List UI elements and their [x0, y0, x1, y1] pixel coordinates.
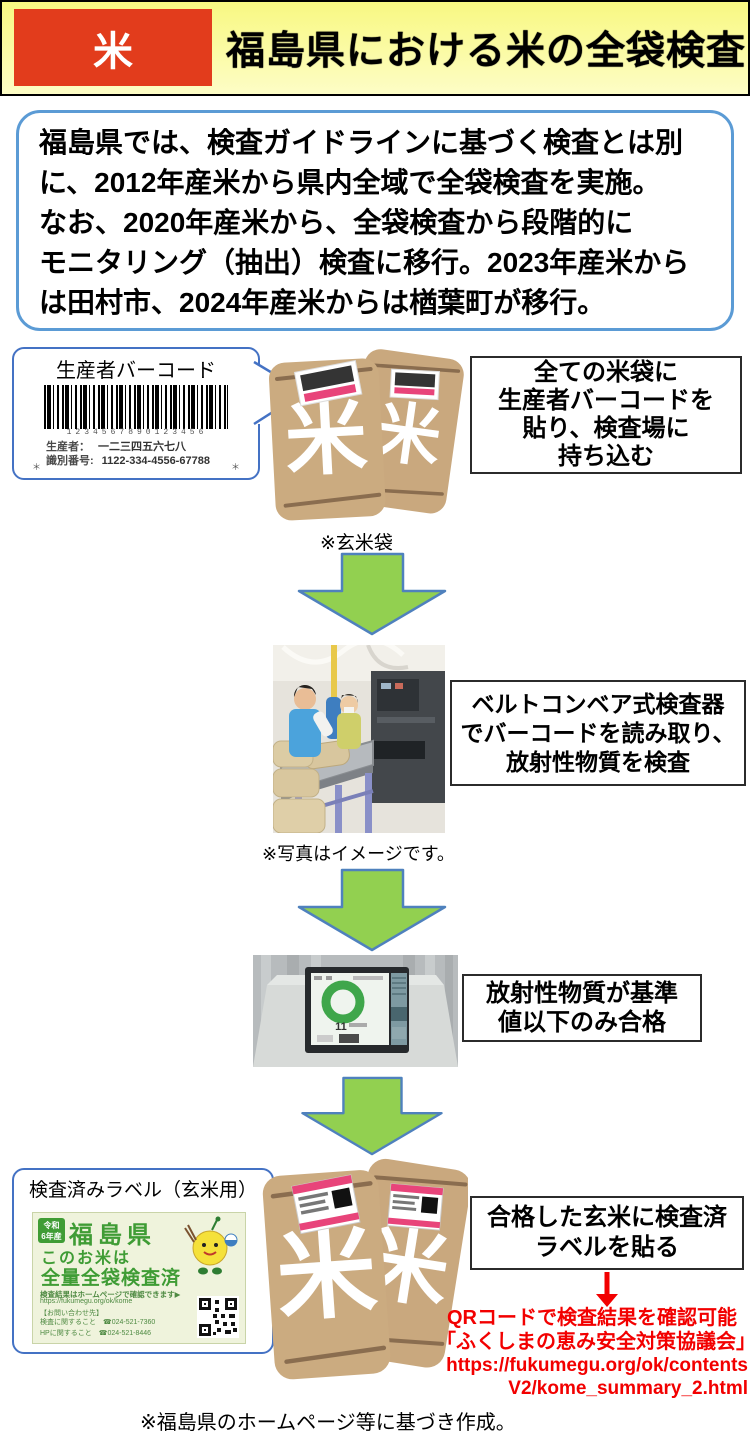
intro-line: なお、2020年産米から、全袋検査から段階的に [39, 207, 634, 238]
intro-line: に、2012年産米から県内全域で全袋検査を実施。 [39, 167, 661, 198]
barcode: 1234567890123456 生産者：一二三四五六七八 識別番号:1122-… [32, 383, 242, 475]
barcode-producer-row: 生産者：一二三四五六七八 [46, 441, 186, 453]
label-contact-header: 【お問い合わせ先】 [40, 1310, 103, 1317]
intro-box: 福島県では、検査ガイドラインに基づく検査とは別 に、2012年産米から県内全域で… [16, 110, 734, 331]
footer-note: ※福島県のホームページ等に基づき作成。 [140, 1412, 516, 1434]
intro-line: は田村市、2024年産米からは楢葉町が移行。 [39, 287, 606, 318]
monitor-result-photo: 11 [253, 955, 458, 1067]
label-contact1: 検査に関すること ☎024-521-7360 [40, 1319, 156, 1326]
step4-instruction-box: 合格した玄米に検査済 ラベルを貼る [470, 1196, 744, 1270]
label-line2: 全量全袋検査済 [41, 1268, 182, 1289]
producer-barcode-label: 生産者バーコード [56, 360, 216, 382]
photo-disclaimer-caption: ※写真はイメージです。 [262, 844, 455, 864]
brown-rice-bag-caption: ※玄米袋 [320, 533, 393, 554]
step1-instruction-box: 全ての米袋に 生産者バーコードを 貼り、検査場に 持ち込む [470, 356, 742, 474]
qr-note-url: https://fukumegu.org/ok/contents [446, 1355, 748, 1376]
rice-badge: 米 [14, 9, 212, 86]
label-line1: このお米は [41, 1250, 132, 1267]
qr-note: QRコードで検査結果を確認可能 「ふくしまの恵み安全対策協議会」 https:/… [436, 1306, 750, 1400]
intro-line: モニタリング（抽出）検査に移行。2023年産米から [39, 247, 690, 278]
intro-line: 福島県では、検査ガイドラインに基づく検査とは別 [39, 127, 684, 158]
step2-instruction-box: ベルトコンベア式検査器 でバーコードを読み取り、 放射性物質を検査 [450, 680, 746, 786]
barcode-star: ＊ [230, 462, 240, 472]
barcode-id-row: 識別番号:1122-334-4556-67788 [46, 455, 210, 467]
producer-barcode-callout: 生産者バーコード 1234567890123456 生産者：一二三四五六七八 識… [12, 347, 260, 480]
label-url: https://fukumegu.org/ok/kome [40, 1298, 133, 1305]
qr-note-line: QRコードで検査結果を確認可能 [447, 1307, 737, 1329]
step3-instruction-box: 放射性物質が基準 値以下のみ合格 [462, 974, 702, 1042]
rice-bags-illustration: 米 米 [268, 349, 464, 521]
prefecture-name: 福島県 [69, 1222, 156, 1249]
svg-text:米: 米 [283, 391, 370, 486]
down-arrow-icon [297, 552, 447, 636]
qr-code [197, 1296, 239, 1338]
qr-note-line: 「ふくしまの恵み安全対策協議会」 [436, 1331, 750, 1353]
barcode-star: ＊ [32, 462, 42, 472]
label-contact2: HPに関すること ☎024-521-8446 [40, 1330, 152, 1337]
mascot-icon [184, 1216, 238, 1275]
conveyor-inspection-photo [273, 645, 445, 833]
qr-note-url: V2/kome_summary_2.html [508, 1378, 748, 1399]
down-arrow-icon [297, 868, 447, 952]
svg-text:11: 11 [335, 1021, 347, 1033]
barcode-bars-icon [44, 385, 228, 429]
svg-text:米: 米 [273, 1215, 381, 1334]
page-title: 福島県における米の全袋検査 [226, 30, 747, 73]
red-down-arrow-icon [596, 1272, 618, 1307]
down-arrow-icon [301, 1076, 443, 1156]
barcode-digits: 1234567890123456 [66, 428, 208, 437]
label-note: 検査結果はホームページで確認できます▶ [40, 1290, 181, 1299]
inspected-label-title: 検査済みラベル（玄米用） [28, 1180, 257, 1201]
labeled-rice-bags-illustration: 米 米 [262, 1158, 468, 1380]
